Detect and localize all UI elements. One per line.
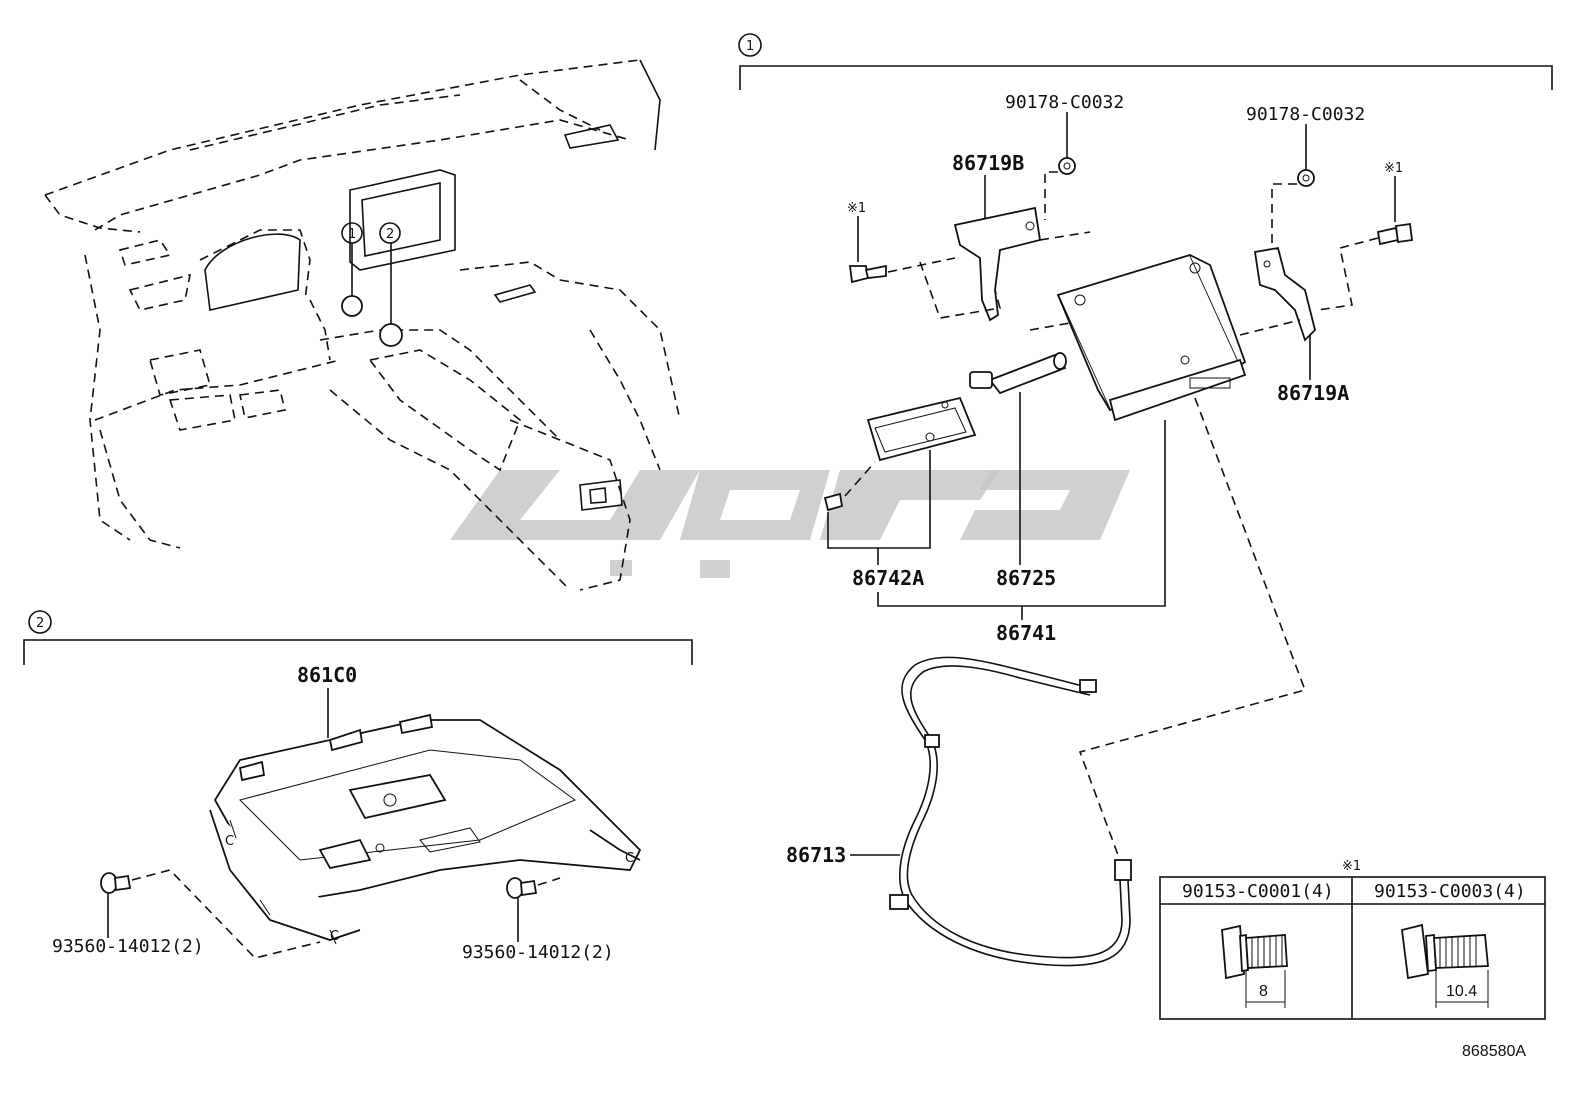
label-bracket-a: 86719A xyxy=(1277,381,1349,405)
svg-text:C: C xyxy=(625,851,634,866)
nut-left-icon xyxy=(1058,157,1076,175)
label-clip-left: 93560-14012(2) xyxy=(52,936,204,957)
bracket-a-icon xyxy=(1253,246,1316,342)
nut-right-icon xyxy=(1297,169,1315,187)
diagram-code: 868580A xyxy=(1462,1043,1526,1060)
fastener-table-title: ※1 xyxy=(1342,859,1361,874)
bolt-right-icon xyxy=(1376,222,1414,246)
dim-short: 8 xyxy=(1259,983,1268,1000)
callout-two-dash: 2 xyxy=(386,227,394,242)
label-panel: 861C0 xyxy=(297,663,357,687)
bezel-panel-icon: C C C xyxy=(209,713,642,945)
section-2-marker: 2 xyxy=(36,616,44,631)
bolt-long-icon xyxy=(1401,923,1489,1008)
dashboard-overview: 1 2 xyxy=(44,59,681,591)
svg-text:C: C xyxy=(330,929,339,944)
clip-right-icon xyxy=(506,877,538,899)
dim-long: 10.4 xyxy=(1446,983,1477,1000)
label-nut-left: 90178-C0032 xyxy=(1005,92,1124,113)
label-assembly: 86741 xyxy=(996,621,1056,645)
section-2: 2 861C0 C C C xyxy=(23,610,693,963)
fastener-col-1: 90153-C0001(4) xyxy=(1182,881,1334,902)
label-cable: 86713 xyxy=(786,843,846,867)
label-clip-right: 93560-14012(2) xyxy=(462,942,614,963)
bracket-b-icon xyxy=(953,206,1042,322)
svg-text:C: C xyxy=(225,834,234,849)
callout-one-dash: 1 xyxy=(348,227,356,242)
label-antenna: 86725 xyxy=(996,566,1056,590)
fastener-table: ※1 90153-C0001(4) 90153-C0003(4) 8 10.4 xyxy=(1159,859,1546,1020)
watermark-logo xyxy=(450,470,1130,578)
label-cover: 86742A xyxy=(852,566,924,590)
label-bolt-left: ※1 xyxy=(847,201,866,216)
bolt-left-icon xyxy=(848,264,887,284)
label-nut-right: 90178-C0032 xyxy=(1246,104,1365,125)
bolt-short-icon xyxy=(1221,924,1288,1008)
navigation-module-icon xyxy=(1056,253,1247,422)
antenna-icon xyxy=(969,352,1067,395)
section-1: 1 90178-C0032 86719B ※1 90178-C0032 ※1 xyxy=(738,33,1553,967)
section-1-marker: 1 xyxy=(746,39,754,54)
label-bolt-right: ※1 xyxy=(1384,161,1403,176)
clip-left-icon xyxy=(100,872,132,894)
label-bracket-b: 86719B xyxy=(952,151,1024,175)
cover-icon xyxy=(866,396,977,462)
fastener-col-2: 90153-C0003(4) xyxy=(1374,881,1526,902)
screw-small-icon xyxy=(823,492,844,512)
cable-icon xyxy=(889,656,1132,967)
